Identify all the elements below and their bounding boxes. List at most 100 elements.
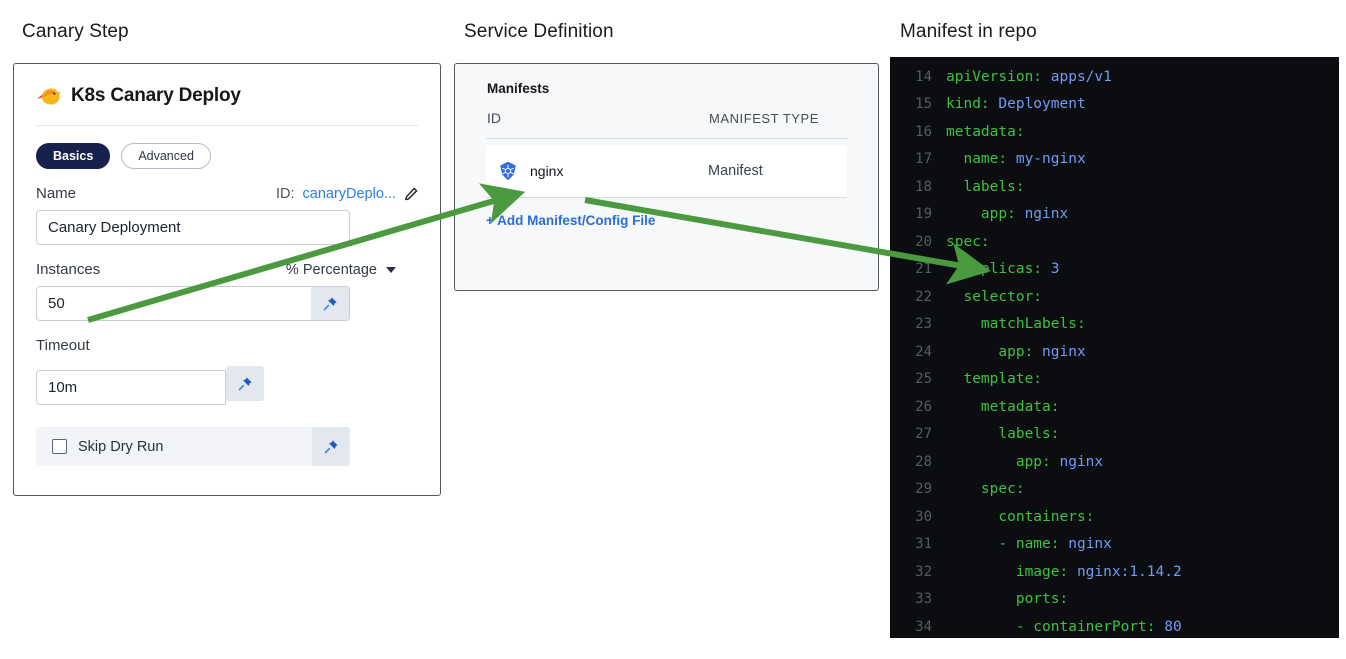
code-line: 18 labels: — [890, 173, 1339, 201]
code-line-number: 34 — [915, 618, 932, 635]
code-line-text: replicas: 3 — [946, 261, 1060, 278]
pencil-icon[interactable] — [404, 187, 418, 201]
code-value: nginx — [1050, 453, 1104, 470]
code-line-number: 30 — [915, 508, 932, 525]
code-line: 31 - name: nginx — [890, 531, 1339, 559]
caption-canary-step: Canary Step — [22, 21, 129, 42]
chevron-down-icon — [386, 266, 396, 273]
code-line-text: name: my-nginx — [946, 151, 1086, 168]
code-line-text: - containerPort: 80 — [946, 618, 1182, 635]
tab-pill-group: Basics Advanced — [14, 126, 440, 170]
step-id-group: ID: canaryDeplo... — [276, 186, 418, 202]
name-input[interactable]: Canary Deployment — [36, 210, 350, 246]
code-line-text: app: nginx — [946, 453, 1104, 470]
instances-input[interactable]: 50 — [36, 286, 350, 322]
id-prefix-label: ID: — [275, 185, 295, 202]
timeout-label: Timeout — [36, 337, 90, 355]
kubernetes-icon — [500, 161, 516, 181]
instances-label: Instances — [36, 261, 101, 279]
code-line-number: 20 — [915, 233, 932, 250]
code-line-number: 23 — [915, 316, 932, 333]
code-line-number: 25 — [915, 371, 932, 388]
code-line-text: labels: — [946, 178, 1025, 195]
header-divider — [36, 125, 418, 126]
tab-basics[interactable]: Basics — [36, 143, 111, 170]
code-line: 28 app: nginx — [890, 448, 1339, 476]
code-value: apps/v1 — [1042, 68, 1112, 85]
name-label-row: Name ID: canaryDeplo... — [36, 185, 418, 202]
code-line: 24 app: nginx — [890, 338, 1339, 366]
code-line-number: 29 — [915, 481, 932, 498]
code-line-text: spec: — [946, 233, 990, 250]
skip-dry-run-row[interactable]: Skip Dry Run — [36, 427, 350, 467]
timeout-input[interactable]: 10m — [36, 370, 226, 406]
id-value[interactable]: canaryDeplo... — [302, 185, 397, 202]
column-header-manifest-type: MANIFEST TYPE — [709, 111, 819, 126]
tab-advanced[interactable]: Advanced — [121, 143, 211, 170]
code-line-number: 26 — [915, 398, 932, 415]
column-header-id: ID — [487, 110, 501, 126]
code-line: 20 spec: — [890, 228, 1339, 256]
code-value: 3 — [1042, 261, 1060, 278]
timeout-label-row: Timeout — [36, 337, 418, 354]
name-label: Name — [36, 185, 77, 203]
code-line: 26 metadata: — [890, 393, 1339, 421]
code-line-number: 14 — [915, 68, 932, 85]
code-line-text: selector: — [946, 288, 1043, 305]
table-row[interactable]: nginx Manifest — [486, 145, 847, 197]
code-line-number: 18 — [915, 178, 932, 195]
code-line-number: 33 — [915, 591, 932, 608]
code-line: 29 spec: — [890, 476, 1339, 504]
instances-input-value: 50 — [48, 295, 65, 313]
code-line-number: 27 — [915, 426, 932, 443]
instances-pin-button[interactable] — [311, 287, 349, 321]
canary-step-panel: K8s Canary Deploy Basics Advanced Name I… — [13, 63, 441, 496]
code-line-number: 19 — [915, 206, 932, 223]
code-value: my-nginx — [1007, 151, 1086, 168]
cell-manifest-id: nginx — [530, 163, 564, 179]
code-value: nginx:1.14.2 — [1068, 563, 1182, 580]
cell-manifest-type: Manifest — [708, 163, 763, 179]
code-line: 17 name: my-nginx — [890, 146, 1339, 174]
manifests-section-title: Manifests — [487, 81, 550, 96]
code-line-text: metadata: — [946, 123, 1025, 140]
code-line: 22 selector: — [890, 283, 1339, 311]
code-line-text: metadata: — [946, 398, 1060, 415]
timeout-input-value: 10m — [48, 379, 78, 397]
skip-dry-run-label: Skip Dry Run — [78, 438, 164, 455]
code-value: 80 — [1155, 618, 1182, 635]
timeout-pin-button[interactable] — [226, 366, 264, 402]
code-line-text: apiVersion: apps/v1 — [946, 68, 1112, 85]
code-line-text: app: nginx — [946, 206, 1069, 223]
code-line-text: - name: nginx — [946, 536, 1112, 553]
instances-unit-dropdown[interactable]: % Percentage — [286, 262, 418, 278]
code-line-number: 24 — [915, 343, 932, 360]
manifests-table-header: ID MANIFEST TYPE — [455, 96, 878, 126]
table-header-divider — [486, 138, 847, 139]
code-line-number: 17 — [915, 151, 932, 168]
add-manifest-link[interactable]: + Add Manifest/Config File — [486, 213, 656, 228]
skip-dry-run-pin-button[interactable] — [312, 427, 350, 467]
code-line-number: 22 — [915, 288, 932, 305]
code-line: 32 image: nginx:1.14.2 — [890, 558, 1339, 586]
step-header: K8s Canary Deploy — [14, 64, 440, 107]
code-line: 34 - containerPort: 80 — [890, 613, 1339, 638]
code-line: 33 ports: — [890, 586, 1339, 614]
code-line-text: image: nginx:1.14.2 — [946, 563, 1182, 580]
code-line-number: 31 — [915, 536, 932, 553]
caption-service-definition: Service Definition — [464, 21, 614, 42]
fields-container: Name ID: canaryDeplo... Canary Deploymen… — [14, 185, 440, 467]
code-value: nginx — [1059, 536, 1112, 553]
code-line-number: 21 — [915, 261, 932, 278]
caption-manifest-in-repo: Manifest in repo — [900, 21, 1037, 42]
code-line: 21 replicas: 3 — [890, 256, 1339, 284]
step-title: K8s Canary Deploy — [71, 85, 241, 106]
skip-dry-run-checkbox[interactable] — [52, 439, 67, 455]
code-line-text: matchLabels: — [946, 316, 1086, 333]
code-line-text: ports: — [946, 591, 1069, 608]
code-value: Deployment — [989, 96, 1086, 113]
code-line-text: template: — [946, 371, 1043, 388]
